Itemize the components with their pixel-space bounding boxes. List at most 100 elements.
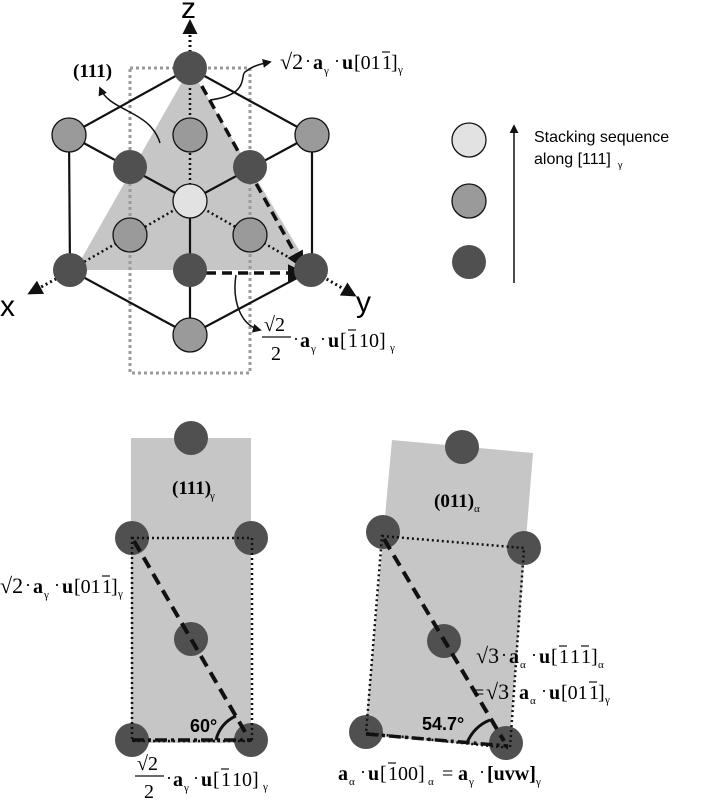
plane-011-alpha-sub: α xyxy=(474,503,480,515)
svg-text:=: = xyxy=(442,763,453,785)
svg-text:1: 1 xyxy=(570,646,580,668)
svg-text:10]: 10] xyxy=(232,769,259,791)
unit-cell-dotted-tilted xyxy=(364,534,526,750)
svg-text:a: a xyxy=(313,52,323,74)
legend-atom-mid xyxy=(451,183,487,219)
angle-arc-60 xyxy=(214,714,237,741)
svg-text:√3: √3 xyxy=(486,679,509,704)
diagonal-vector-alpha xyxy=(382,537,506,743)
svg-text:[uvw]: [uvw] xyxy=(487,763,536,785)
atom-dark xyxy=(294,253,328,287)
svg-text:√2: √2 xyxy=(264,314,285,336)
svg-text:α: α xyxy=(520,659,526,671)
svg-text:a: a xyxy=(509,646,519,668)
svg-text:]: ] xyxy=(591,646,598,668)
svg-text:a: a xyxy=(33,576,43,598)
atom-dark xyxy=(445,430,479,464)
svg-text:γ: γ xyxy=(262,781,268,793)
legend-atom-dark xyxy=(452,245,486,279)
svg-text:[01: [01 xyxy=(354,52,381,74)
angle-54-label: 54.7° xyxy=(422,714,464,734)
svg-text:γ: γ xyxy=(43,589,49,601)
svg-text:·: · xyxy=(479,762,485,782)
atom-mid xyxy=(232,217,268,253)
svg-text:γ: γ xyxy=(604,694,610,706)
plane-011-alpha-label: (011) xyxy=(434,491,474,512)
svg-text:u: u xyxy=(539,646,550,668)
base-vector-alpha xyxy=(365,732,509,748)
svg-text:·: · xyxy=(305,51,311,71)
svg-text:00]: 00] xyxy=(398,763,425,785)
svg-text:u: u xyxy=(342,52,353,74)
svg-text:]: ] xyxy=(598,682,605,704)
bcc-plane-panel: 54.7° (011) α √3 · a α · u [ 1 1 1 ] α =… xyxy=(338,430,610,788)
svg-text:√2: √2 xyxy=(137,753,158,775)
atom-dark xyxy=(366,515,400,549)
svg-text:·: · xyxy=(54,575,60,595)
fcc-cube-view: z x y (111) √2 · a γ · u [01 1 ] γ √2 2 … xyxy=(0,0,403,375)
svg-text:1: 1 xyxy=(388,763,398,785)
svg-text:·: · xyxy=(531,645,537,665)
x-axis-label: x xyxy=(0,290,15,323)
svg-text:u: u xyxy=(328,330,339,352)
atom-mid xyxy=(51,117,87,153)
svg-text:γ: γ xyxy=(397,64,403,76)
base-vector-label: √2 2 · a γ · u [ 1 10] γ xyxy=(135,753,268,800)
atom-dark xyxy=(173,253,207,287)
svg-text:·: · xyxy=(320,329,326,349)
legend-line2-sub: γ xyxy=(618,160,623,170)
legend-line1: Stacking sequence xyxy=(534,129,669,146)
svg-text:1: 1 xyxy=(102,576,112,598)
plane-111-gamma-area xyxy=(131,438,251,743)
svg-text:a: a xyxy=(519,682,529,704)
svg-text:u: u xyxy=(368,763,379,785)
svg-text:[: [ xyxy=(340,330,347,352)
atom-dark xyxy=(113,150,147,184)
atom-dark xyxy=(489,726,523,760)
callout-arrow-plane xyxy=(98,86,161,144)
angle-arc-54 xyxy=(465,718,491,744)
svg-text:√2: √2 xyxy=(280,49,303,74)
svg-text:1: 1 xyxy=(382,52,392,74)
svg-text:α: α xyxy=(428,776,434,788)
svg-text:u: u xyxy=(62,576,73,598)
stacking-legend: Stacking sequence along [111] γ xyxy=(451,122,669,283)
svg-text:[: [ xyxy=(551,646,558,668)
callout-arrow-vec-top xyxy=(209,59,272,101)
svg-text:=: = xyxy=(473,682,484,704)
angle-60-label: 60° xyxy=(190,716,217,736)
vector-label-bottom: √2 2 · a γ · u [ 1 10] γ xyxy=(262,314,395,365)
svg-text:[: [ xyxy=(380,763,387,785)
plane-111-gamma-label: (111) xyxy=(172,478,211,499)
side-vector-label: √2 · a γ · u [01 1 ] γ xyxy=(0,573,123,601)
svg-text:·: · xyxy=(334,51,340,71)
svg-text:·: · xyxy=(166,768,172,788)
atom-dark xyxy=(174,421,208,455)
atom-mid xyxy=(172,117,208,153)
hidden-edge xyxy=(69,199,191,272)
atom-dark xyxy=(53,253,87,287)
svg-text:γ: γ xyxy=(183,782,189,794)
fcc-plane-panel: 60° (111) γ √2 · a γ · u [01 1 ] γ √2 2 … xyxy=(0,421,268,800)
atom-mid xyxy=(294,117,330,153)
svg-text:1: 1 xyxy=(221,769,231,791)
svg-text:10]: 10] xyxy=(359,330,386,352)
z-axis-label: z xyxy=(181,0,196,25)
svg-text:γ: γ xyxy=(468,776,474,788)
svg-text:γ: γ xyxy=(310,343,316,355)
diag-vector-label-1: √3 · a α · u [ 1 1 1 ] α xyxy=(476,643,604,671)
svg-text:[01: [01 xyxy=(74,576,101,598)
svg-text:2: 2 xyxy=(144,781,154,800)
atom-mid xyxy=(172,317,208,353)
callout-arrow-vec-bottom xyxy=(234,274,262,333)
atom-mid xyxy=(112,217,148,253)
svg-text:·: · xyxy=(360,762,366,782)
svg-text:a: a xyxy=(458,763,468,785)
svg-text:√3: √3 xyxy=(476,643,499,668)
base-vector-label-alpha: a α · u [ 1 00] α = a γ · [uvw] γ xyxy=(338,762,541,788)
svg-text:1: 1 xyxy=(589,682,599,704)
svg-text:a: a xyxy=(173,769,183,791)
plane-011-alpha-area xyxy=(365,440,533,748)
legend-line2: along [111] xyxy=(534,151,611,168)
